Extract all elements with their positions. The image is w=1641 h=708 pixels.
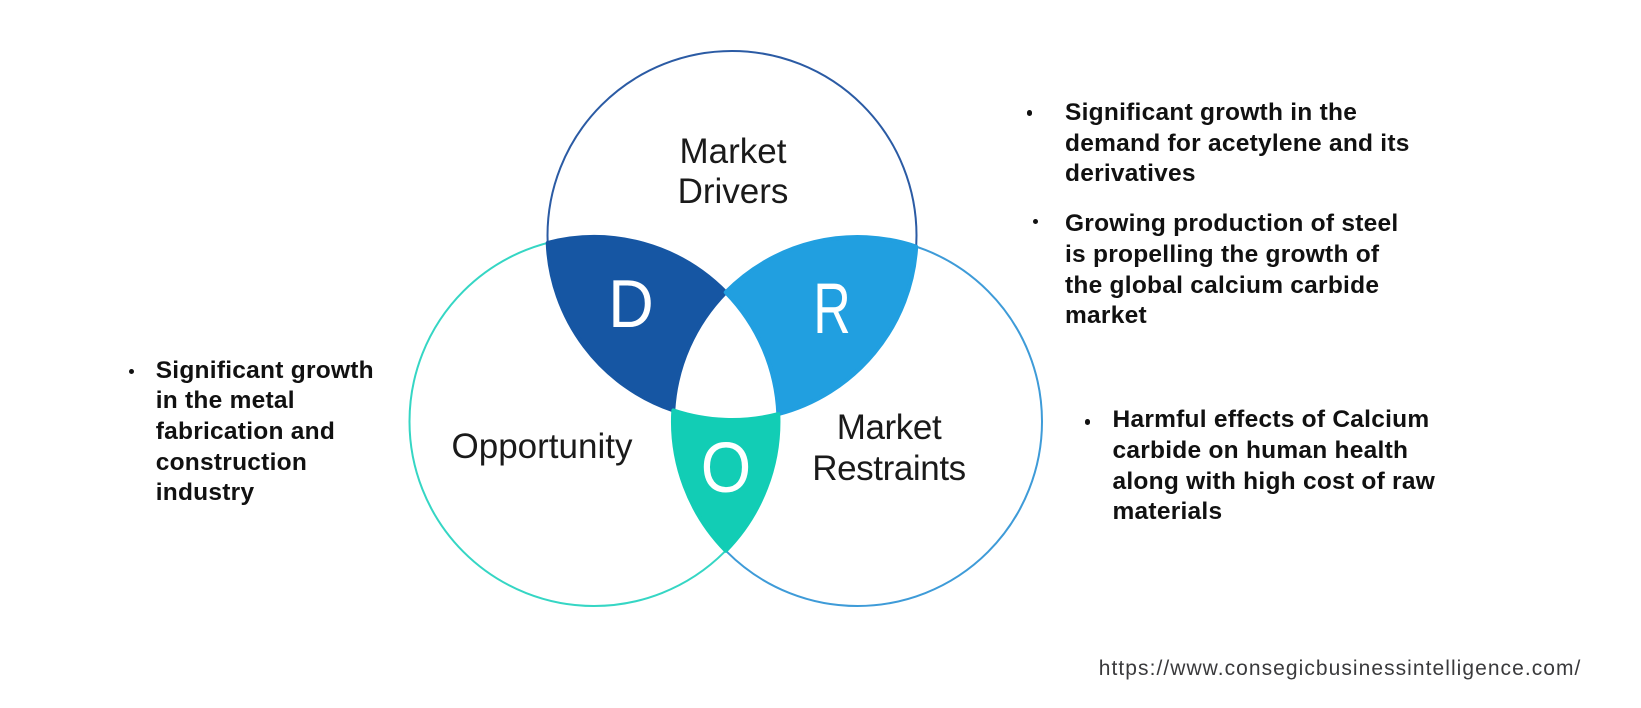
svg-text:D: D <box>608 266 654 342</box>
svg-text:R: R <box>813 270 851 349</box>
svg-text:O: O <box>701 429 752 508</box>
